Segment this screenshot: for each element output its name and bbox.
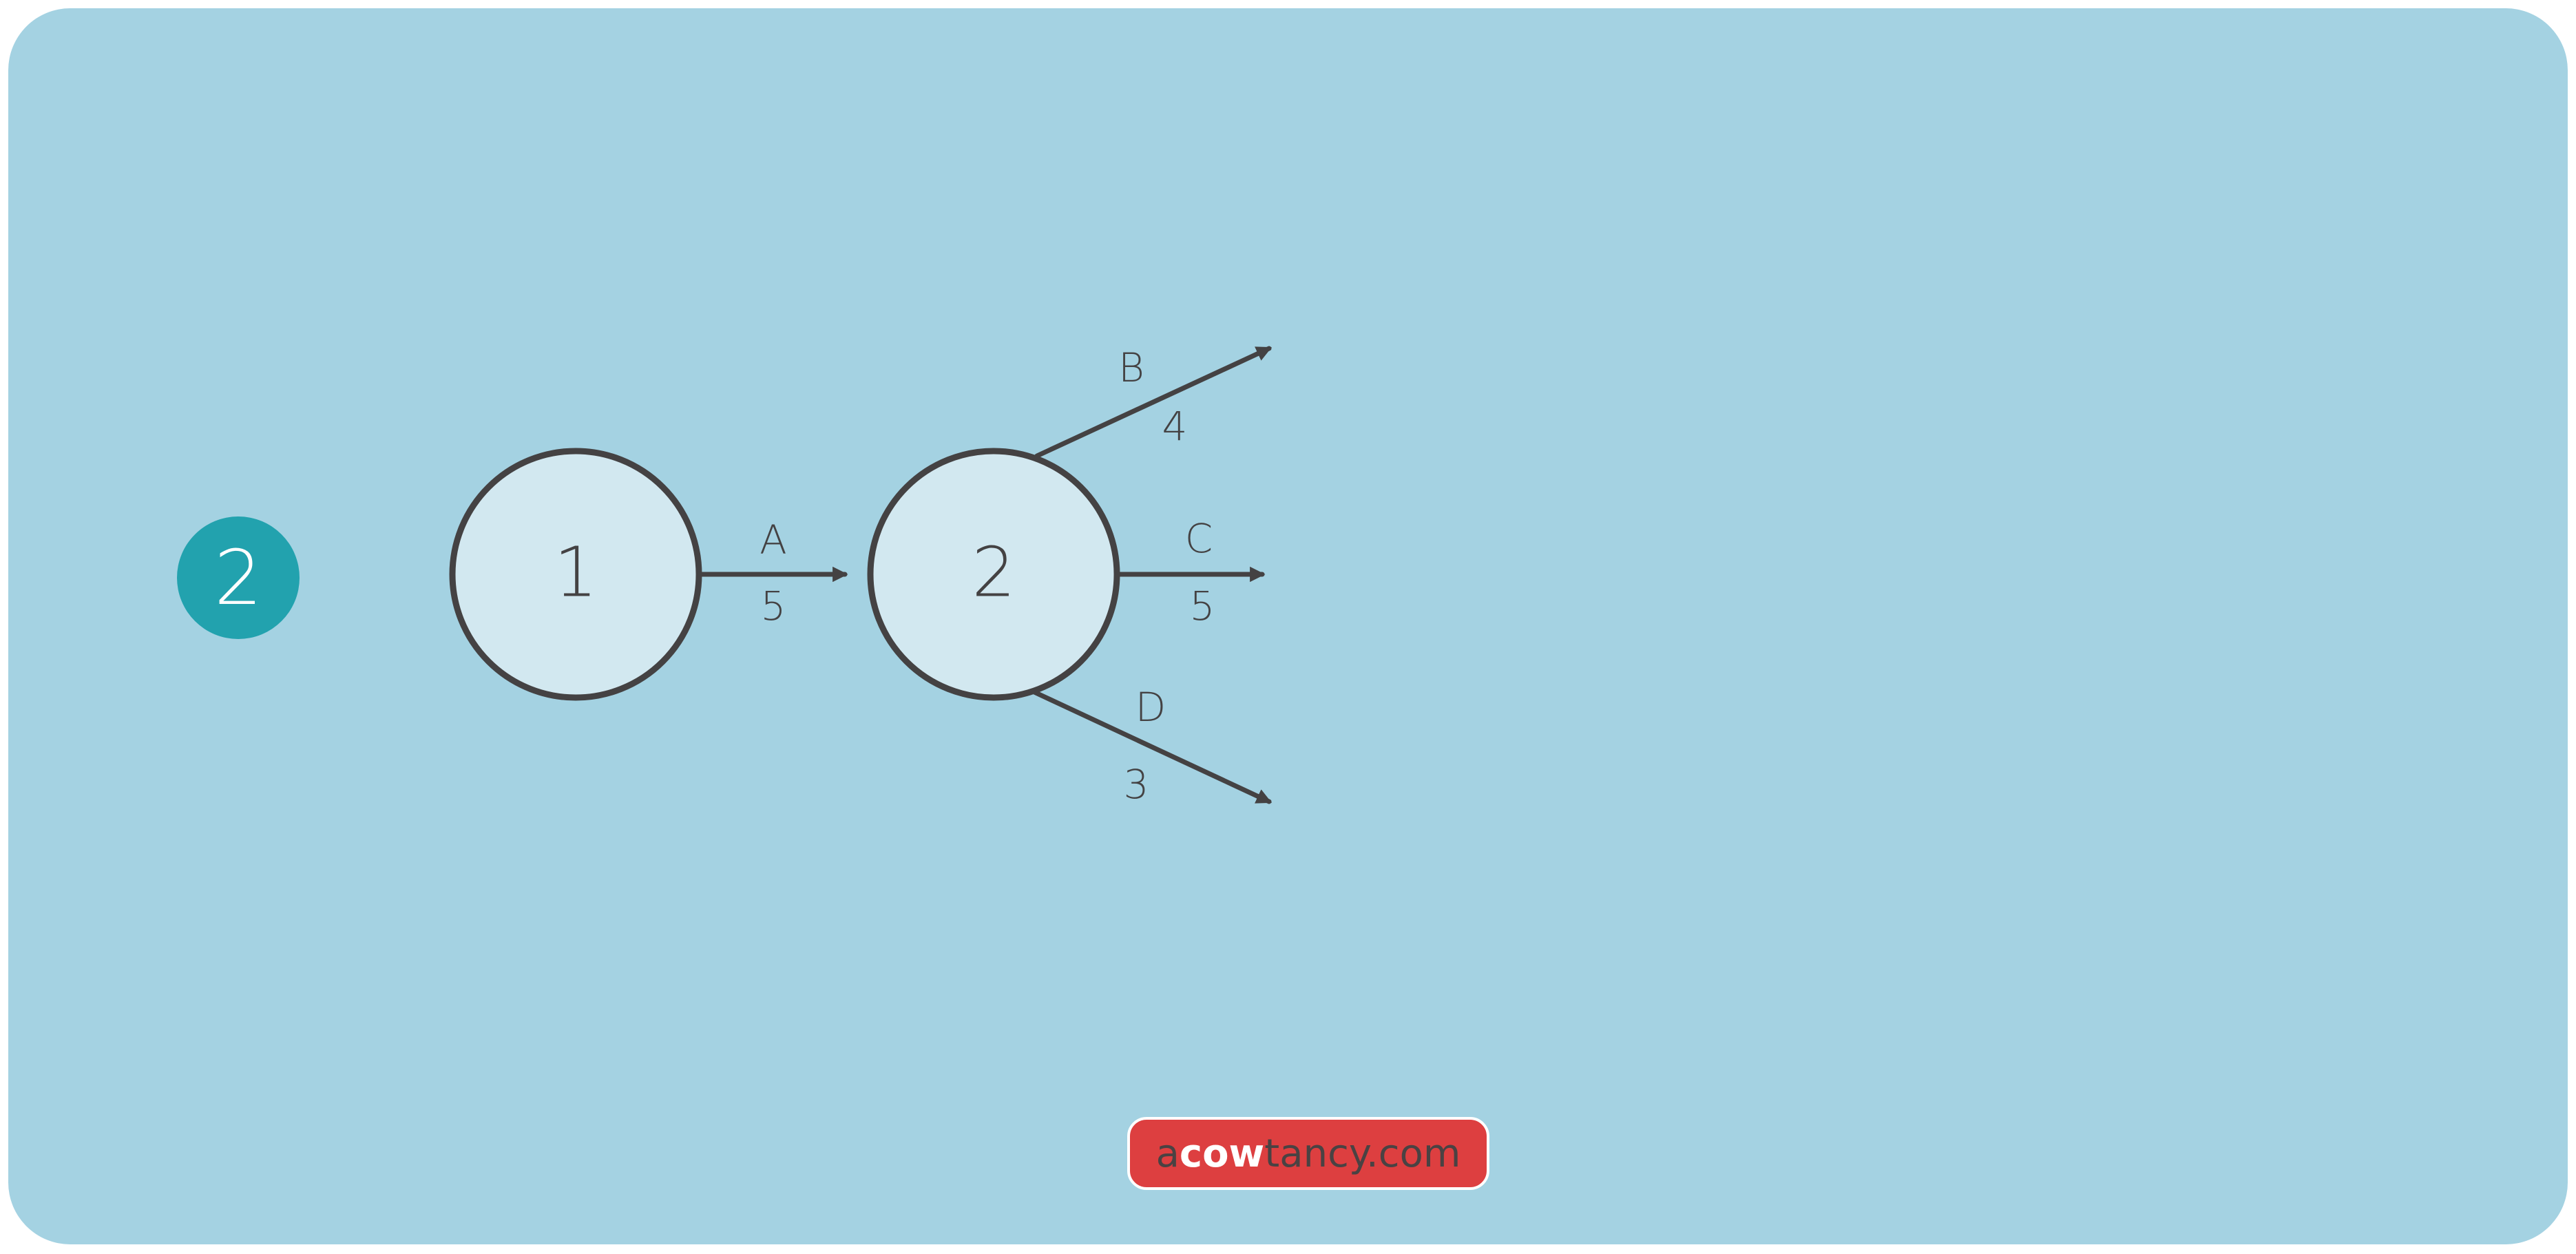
edge-a-letter: A bbox=[760, 516, 787, 563]
step-number-badge: 2 bbox=[177, 516, 300, 639]
node-2-label: 2 bbox=[972, 532, 1016, 612]
edge-d-value: 3 bbox=[1124, 761, 1149, 808]
edge-b-value: 4 bbox=[1162, 403, 1188, 450]
diagram-panel bbox=[8, 8, 2568, 1244]
brand-prefix: a bbox=[1155, 1131, 1180, 1176]
step-number: 2 bbox=[214, 534, 262, 622]
node-1-label: 1 bbox=[554, 532, 598, 612]
edge-b-letter: B bbox=[1118, 344, 1144, 391]
brand-suffix: tancy.com bbox=[1264, 1131, 1461, 1176]
edge-d-letter: D bbox=[1135, 684, 1166, 731]
node-2-circle bbox=[867, 448, 1120, 701]
edge-a-value: 5 bbox=[761, 583, 786, 629]
edge-c-value: 5 bbox=[1190, 583, 1215, 629]
brand-highlight: cow bbox=[1179, 1131, 1265, 1176]
edge-c-letter: C bbox=[1185, 515, 1213, 562]
node-1-circle bbox=[449, 448, 702, 701]
edge-d-arrow bbox=[1032, 689, 1273, 804]
edge-b-arrow bbox=[1034, 346, 1273, 459]
